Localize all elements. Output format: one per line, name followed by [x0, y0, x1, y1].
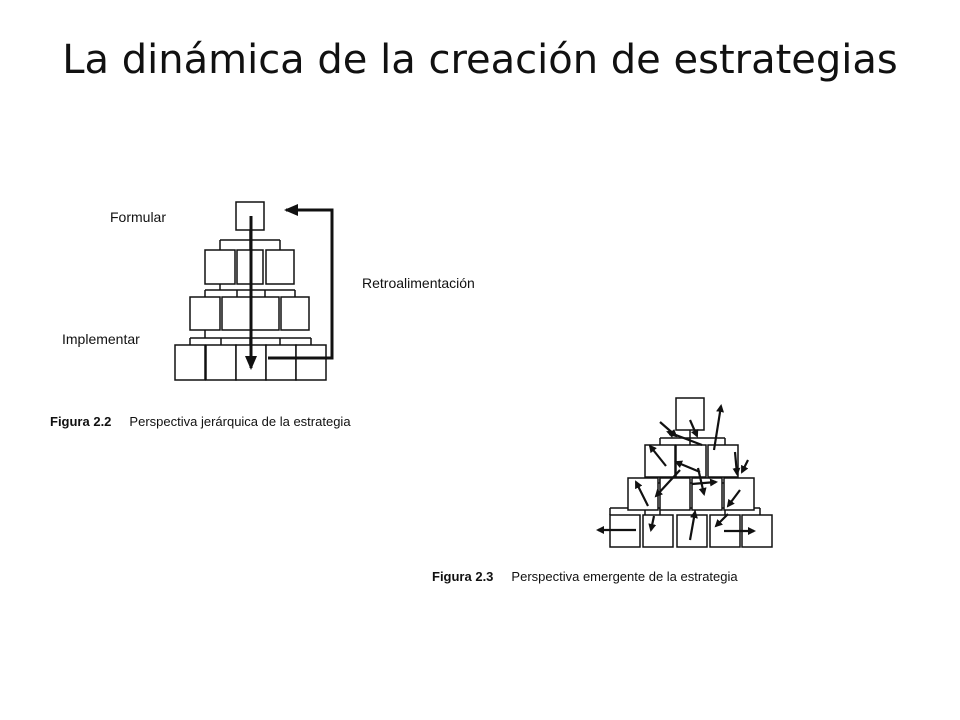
caption-figure-2-3: Figura 2.3 Perspectiva emergente de la es… [432, 569, 738, 584]
caption-number: Figura 2.3 [432, 569, 494, 584]
label-implementar: Implementar [62, 331, 140, 347]
box-l4-1 [174, 344, 206, 381]
box-l4-5 [295, 344, 327, 381]
feedback-arrow [268, 204, 334, 360]
caption-text: Perspectiva emergente de la estrategia [511, 569, 738, 584]
box-l3-1 [189, 296, 221, 331]
box-l2-1 [644, 444, 676, 478]
box-l4-4 [265, 344, 297, 381]
caption-text: Perspectiva jerárquica de la estrategia [129, 414, 351, 429]
label-retroalimentacion: Retroalimentación [362, 275, 475, 291]
box-l3-3 [250, 296, 280, 331]
box-l3-4 [723, 477, 755, 511]
box-l2-3 [265, 249, 295, 285]
box-l2-1 [204, 249, 236, 285]
label-formular: Formular [110, 209, 167, 225]
box-l3-4 [280, 296, 310, 331]
slide-title: La dinámica de la creación de estrategia… [62, 37, 898, 83]
box-top [675, 397, 705, 431]
box-l4-2 [642, 514, 674, 548]
box-l2-3 [707, 444, 739, 478]
box-l3-2 [659, 477, 691, 511]
caption-number: Figura 2.2 [50, 414, 112, 429]
caption-figure-2-2: Figura 2.2 Perspectiva jerárquica de la e… [50, 414, 351, 429]
box-l2-2 [675, 444, 707, 478]
